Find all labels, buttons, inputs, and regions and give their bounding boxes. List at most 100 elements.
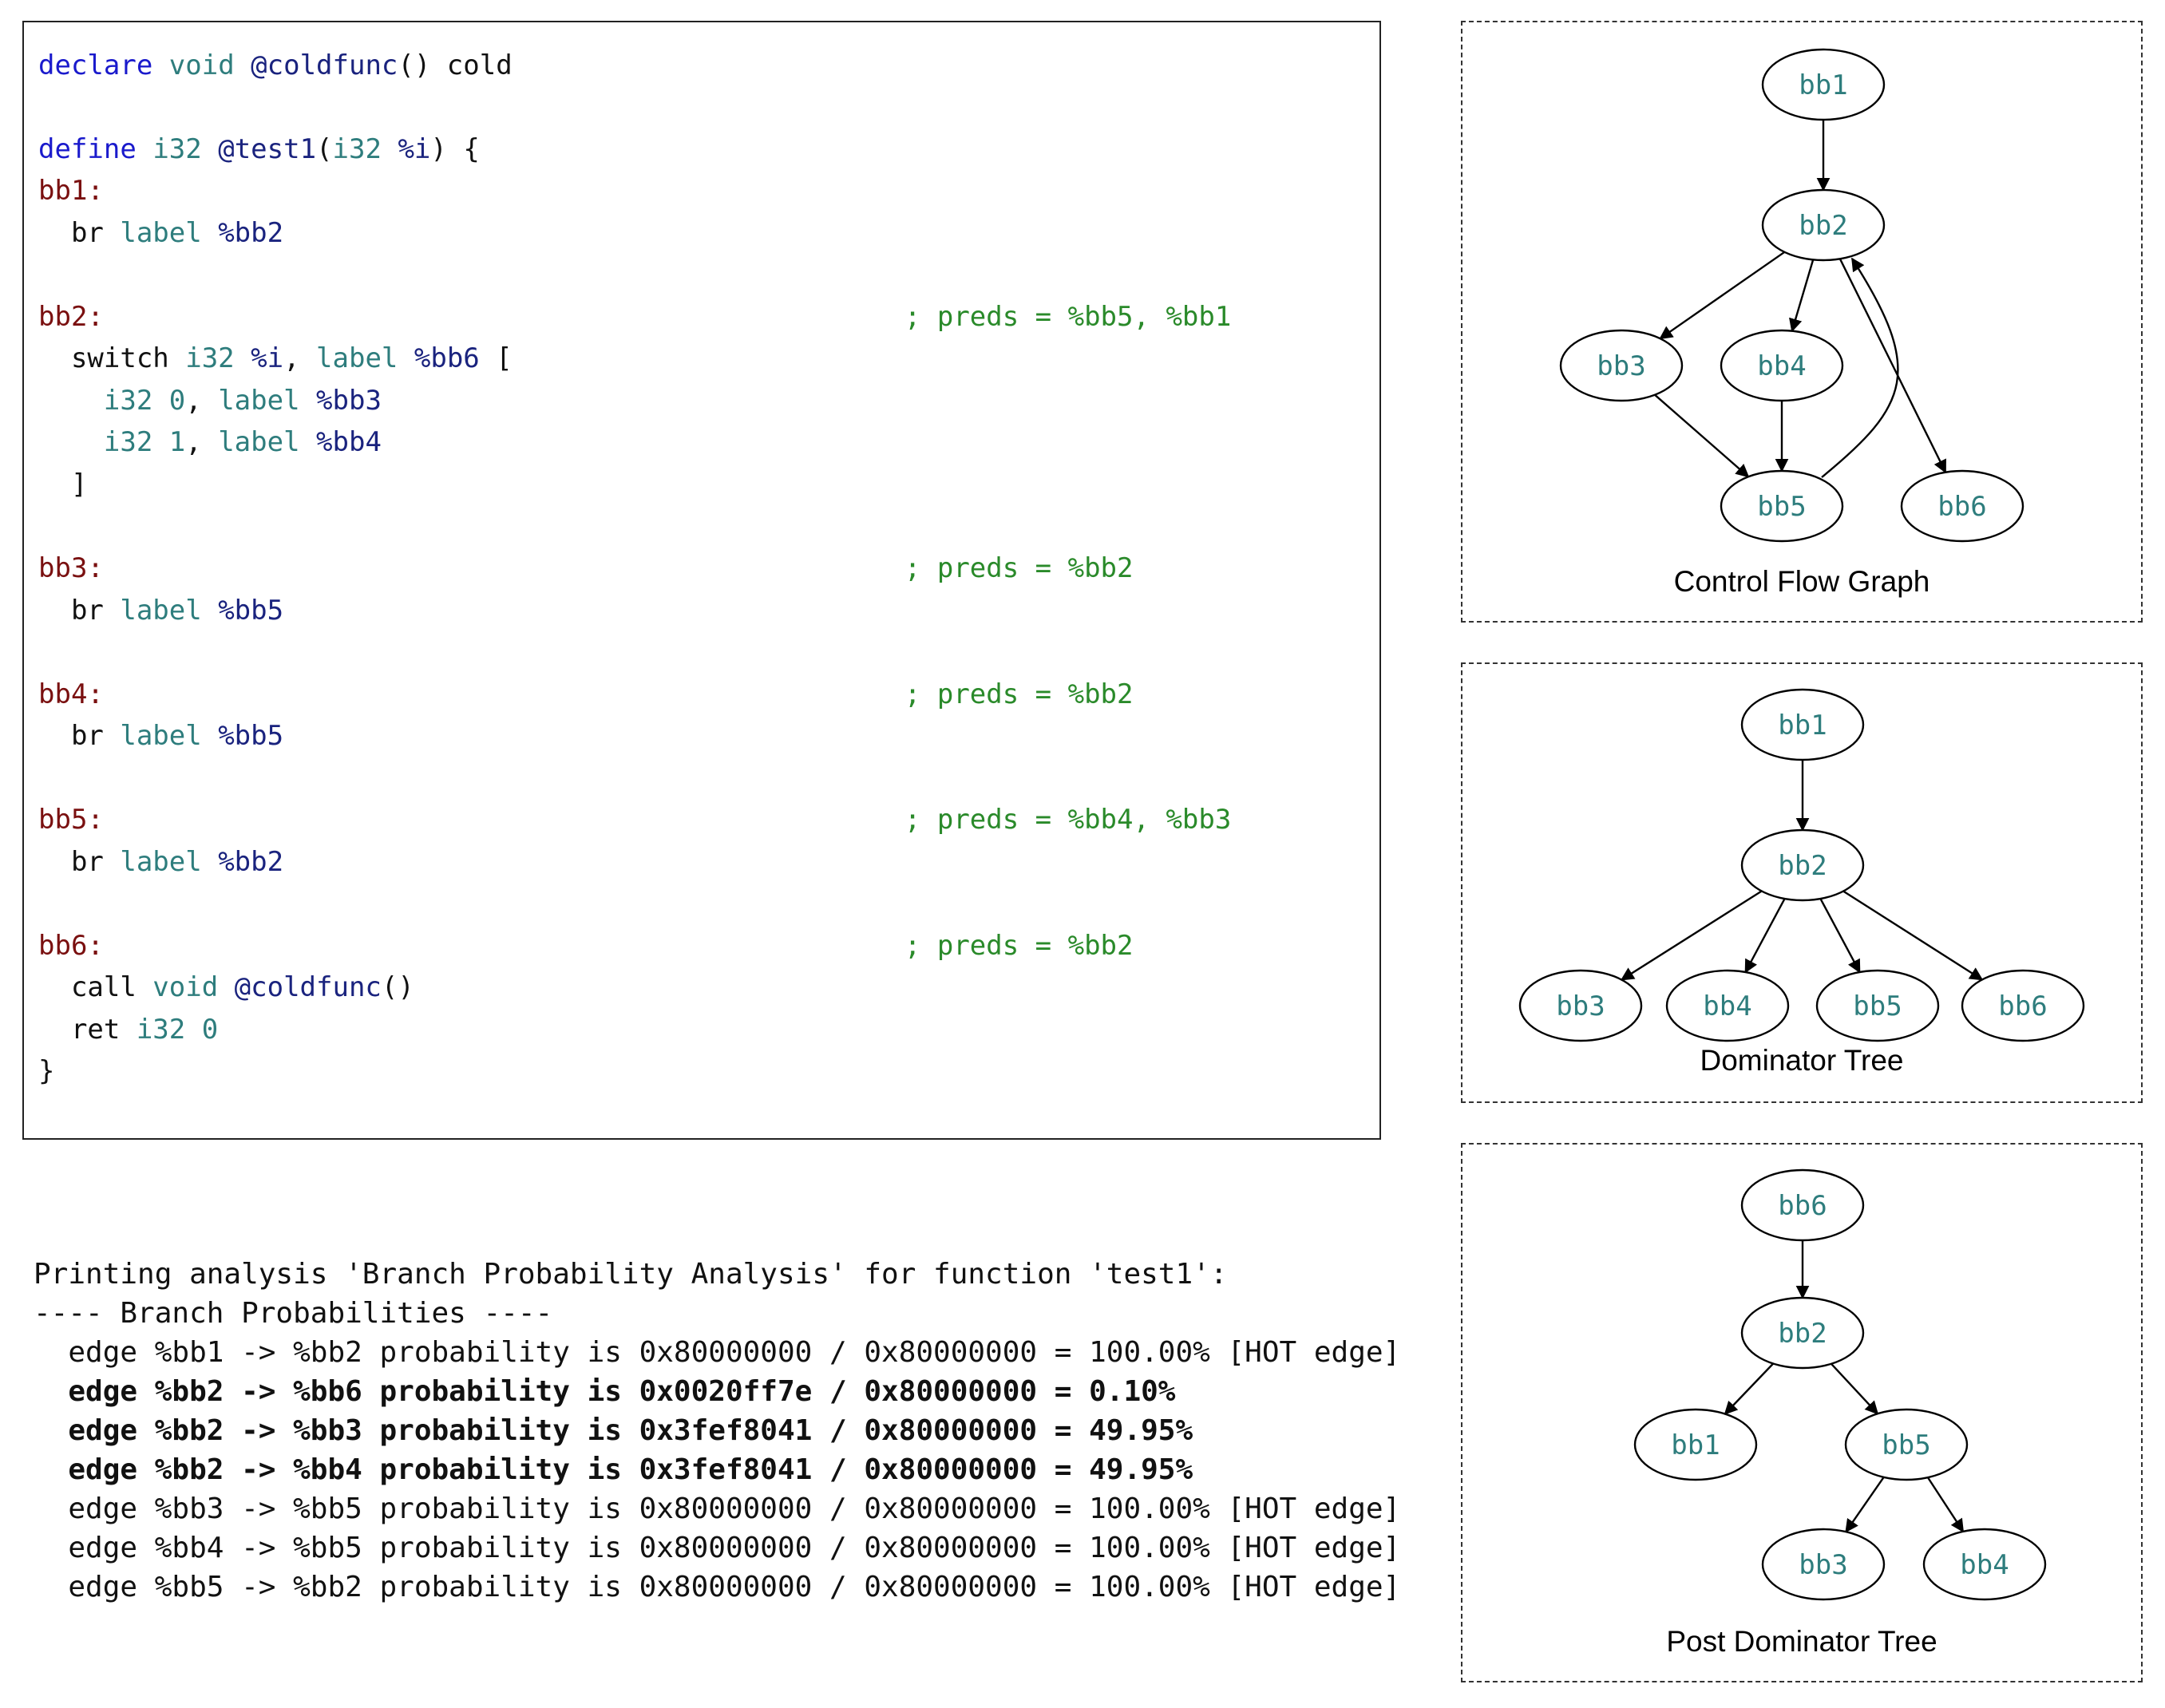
node-bb1: bb1 — [1740, 688, 1865, 761]
code-token: ; preds = %bb2 — [904, 930, 1134, 962]
code-token: %i — [398, 133, 431, 165]
code-token — [104, 678, 904, 710]
code-token: ; preds = %bb2 — [904, 678, 1134, 710]
code-token: i32 — [332, 133, 382, 165]
code-token — [235, 49, 251, 81]
code-token: () cold — [398, 49, 513, 81]
node-ellipse — [1559, 329, 1684, 402]
code-token: bb3: — [38, 552, 104, 584]
code-token: bb4: — [38, 678, 104, 710]
node-ellipse — [1665, 969, 1790, 1042]
node-bb4: bb4 — [1720, 329, 1844, 402]
code-line: declare void @coldfunc() cold — [38, 45, 513, 86]
code-token — [152, 49, 168, 81]
node-label: bb1 — [1778, 710, 1827, 741]
output-line: ---- Branch Probabilities ---- — [34, 1297, 553, 1330]
code-token: void — [168, 49, 235, 81]
node-ellipse — [1961, 969, 2085, 1042]
code-token — [104, 552, 904, 584]
output-line: edge %bb2 -> %bb4 probability is 0x3fef8… — [34, 1453, 1193, 1486]
code-line: br label %bb5 — [38, 590, 283, 631]
node-bb3: bb3 — [1559, 329, 1684, 402]
node-bb5: bb5 — [1815, 969, 1940, 1042]
code-token: } — [38, 1055, 55, 1087]
code-token: void — [152, 971, 219, 1003]
node-ellipse — [1844, 1408, 1969, 1481]
edge-bb2-bb5 — [1831, 1362, 1879, 1415]
code-token: %bb6 — [414, 342, 480, 374]
node-bb2: bb2 — [1740, 828, 1865, 902]
node-label: bb4 — [1703, 990, 1751, 1022]
node-bb2: bb2 — [1740, 1296, 1865, 1370]
node-bb6: bb6 — [1900, 469, 2024, 543]
code-token: label — [218, 426, 300, 458]
node-label: bb6 — [1778, 1190, 1827, 1222]
code-line: ] — [38, 464, 87, 505]
code-token: i32 0 — [136, 1014, 219, 1046]
edge-bb5-bb2 — [1821, 257, 1899, 478]
code-token: @test1 — [218, 133, 317, 165]
code-token — [382, 133, 398, 165]
node-bb2: bb2 — [1761, 188, 1886, 262]
output-line: edge %bb2 -> %bb3 probability is 0x3fef8… — [34, 1414, 1193, 1447]
node-label: bb5 — [1853, 990, 1902, 1022]
post-dominator-tree-title: Post Dominator Tree — [1666, 1625, 1937, 1658]
code-token: %bb4 — [316, 426, 382, 458]
code-token: bb5: — [38, 804, 104, 836]
code-token: i32 1 — [103, 426, 186, 458]
code-token: [ — [479, 342, 513, 374]
code-token: , — [185, 385, 219, 417]
code-token: () — [381, 971, 414, 1003]
code-token — [104, 301, 904, 333]
code-token: , — [185, 426, 219, 458]
code-token: br — [38, 595, 121, 627]
edge-bb2-bb3 — [1620, 890, 1763, 981]
code-token: bb2: — [38, 301, 104, 333]
code-token: ; preds = %bb5, %bb1 — [904, 301, 1232, 333]
node-ellipse — [1740, 1296, 1865, 1370]
code-token: label — [120, 217, 202, 249]
node-bb3: bb3 — [1761, 1528, 1886, 1601]
code-token: bb1: — [38, 175, 104, 207]
node-ellipse — [1633, 1408, 1758, 1481]
code-line: define i32 @test1(i32 %i) { — [38, 128, 480, 170]
node-ellipse — [1922, 1528, 2047, 1601]
code-line: bb6: ; preds = %bb2 — [38, 925, 1134, 967]
code-token: i32 0 — [103, 385, 186, 417]
node-label: bb2 — [1778, 850, 1827, 882]
code-token: label — [120, 595, 202, 627]
code-token: %bb5 — [218, 720, 284, 752]
code-line: br label %bb5 — [38, 715, 283, 757]
node-label: bb2 — [1778, 1318, 1827, 1350]
node-bb1: bb1 — [1761, 48, 1886, 121]
code-line: bb5: ; preds = %bb4, %bb3 — [38, 799, 1231, 840]
code-line: br label %bb2 — [38, 841, 283, 883]
code-token: %bb2 — [218, 217, 284, 249]
node-label: bb3 — [1597, 350, 1645, 382]
code-line: bb3: ; preds = %bb2 — [38, 548, 1134, 589]
node-label: bb4 — [1757, 350, 1806, 382]
code-token: @coldfunc — [234, 971, 382, 1003]
code-token — [38, 426, 104, 458]
code-line: br label %bb2 — [38, 212, 283, 254]
code-token: label — [120, 846, 202, 878]
code-token — [202, 133, 218, 165]
code-token: ) { — [430, 133, 480, 165]
node-ellipse — [1761, 1528, 1886, 1601]
edge-bb5-bb3 — [1845, 1477, 1885, 1533]
node-label: bb6 — [1937, 491, 1986, 523]
code-token: br — [38, 846, 121, 878]
code-token: ] — [38, 469, 88, 500]
code-token: define — [38, 133, 137, 165]
node-ellipse — [1518, 969, 1643, 1042]
edge-bb2-bb1 — [1724, 1362, 1775, 1415]
llvm-ir-code-panel: declare void @coldfunc() cold define i32 … — [22, 21, 1381, 1140]
code-token — [235, 342, 251, 374]
dominator-tree-title: Dominator Tree — [1700, 1044, 1904, 1077]
code-token: label — [120, 720, 202, 752]
edge-bb2-bb5 — [1819, 898, 1861, 974]
output-line: edge %bb1 -> %bb2 probability is 0x80000… — [34, 1336, 1401, 1369]
